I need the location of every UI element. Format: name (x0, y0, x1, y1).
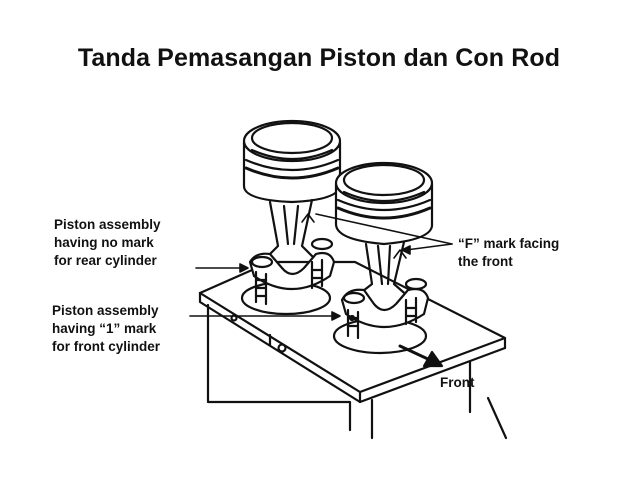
label-line: Piston assembly (54, 217, 161, 232)
engine-block (198, 260, 508, 440)
rear-piston-assembly (242, 119, 342, 306)
label-front-direction: Front (440, 375, 475, 390)
label-front-cylinder: Piston assembly having “1” mark for fron… (52, 302, 160, 356)
leader-lines (189, 213, 453, 321)
label-line: for front cylinder (52, 339, 161, 354)
slide-title: Tanda Pemasangan Piston dan Con Rod (77, 44, 561, 72)
label-line: “F” mark facing (458, 236, 560, 251)
label-line: Piston assembly (52, 303, 159, 318)
label-line: having “1” mark (52, 321, 157, 336)
label-f-mark: “F” mark facing the front (458, 235, 559, 271)
label-line: the front (458, 254, 513, 269)
label-line: for rear cylinder (54, 253, 157, 268)
front-piston-assembly (334, 161, 434, 340)
front-arrow (398, 344, 444, 368)
label-rear-cylinder: Piston assembly having no mark for rear … (54, 216, 161, 270)
label-line: having no mark (54, 235, 154, 250)
